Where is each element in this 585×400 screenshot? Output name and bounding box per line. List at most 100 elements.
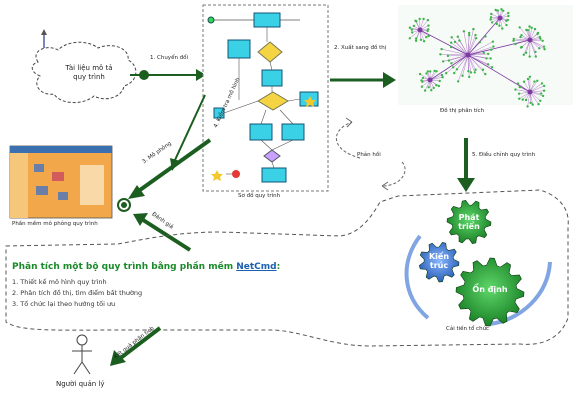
graph-node (507, 14, 510, 18)
graph-node (468, 34, 471, 37)
graph-node (487, 52, 490, 56)
graph-node (524, 98, 528, 102)
graph-hub (417, 27, 423, 33)
graph-node (414, 39, 418, 42)
graph-node (458, 39, 461, 42)
graph-node (521, 98, 524, 101)
graph-node (415, 20, 418, 23)
graph-node (492, 45, 495, 48)
start-cloud (31, 41, 137, 103)
graph-node (432, 86, 435, 90)
actor-label: Người quản lý (56, 380, 105, 388)
gear-stable (455, 257, 525, 327)
graph-node (414, 37, 418, 40)
graph-node (422, 40, 426, 43)
graph-node (467, 70, 470, 73)
graph-node (473, 71, 476, 74)
gear-architecture-label: Kiến trúc (428, 252, 450, 270)
graph-node (505, 19, 508, 23)
graph-node (490, 12, 493, 16)
graph-node (438, 79, 441, 83)
workflow-shapes (207, 12, 319, 183)
graph-node (437, 84, 440, 88)
graph-node (462, 30, 466, 33)
graph-node (507, 11, 510, 15)
gear-develop (446, 199, 492, 245)
graph-node (512, 39, 515, 42)
graph-node (442, 60, 445, 63)
graph-node (453, 71, 456, 75)
graph-node (429, 70, 432, 73)
graph-node (542, 84, 546, 88)
arrow-label-adjust: 5. Điều chỉnh quy trình (472, 152, 536, 158)
graph-node (501, 27, 504, 30)
graph-hub (527, 89, 533, 95)
graph-node (435, 70, 438, 73)
graph-node (530, 26, 533, 29)
graph-node (408, 37, 411, 40)
graph-node (526, 105, 529, 108)
start-cloud-label: Tài liệu mô tả quy trình (65, 64, 113, 81)
arrow-label-export-graph: 2. Xuất sang đồ thị (334, 45, 387, 51)
graph-node (440, 47, 443, 51)
actor-figure (72, 334, 92, 375)
graph-node (494, 8, 497, 12)
graph-node (482, 51, 485, 55)
graph-node (426, 70, 429, 73)
graph-node (474, 68, 477, 72)
graph-hub (465, 52, 471, 58)
graph-node (447, 59, 451, 62)
graph-node (522, 53, 525, 56)
graph-node (495, 22, 498, 26)
graph-node (418, 72, 422, 76)
graph-node (420, 85, 424, 88)
netcmd-link[interactable]: NetCmd (236, 262, 277, 272)
graph-node (427, 28, 430, 31)
analysis-box-title-suffix: : (276, 262, 281, 272)
graph-node (542, 89, 546, 92)
graph-node (427, 24, 430, 27)
network-graph (398, 5, 573, 108)
graph-node (538, 47, 541, 50)
gear-stable-label: Ổn định (472, 285, 508, 294)
graph-node (518, 26, 521, 29)
graph-node (520, 34, 523, 37)
graph-node (478, 41, 481, 44)
graph-node (540, 82, 544, 85)
graph-node (533, 27, 537, 31)
graph-node (490, 48, 493, 51)
simulator-caption: Phần mềm mô phỏng quy trình (12, 221, 98, 227)
graph-node (433, 69, 436, 73)
graph-node (539, 37, 542, 40)
graph-node (419, 38, 423, 41)
graph-node (534, 55, 537, 58)
graph-node (541, 39, 544, 42)
graph-node (425, 36, 428, 39)
graph-node (450, 41, 453, 44)
graph-node (411, 31, 414, 34)
graph-node (456, 35, 459, 38)
workflow-caption: Sơ đồ quy trình (238, 193, 281, 199)
graph-node (526, 29, 530, 32)
graph-hub (497, 15, 503, 21)
graph-node (536, 32, 539, 36)
graph-node (490, 21, 494, 24)
graph-node (502, 9, 505, 12)
graph-node (498, 24, 501, 27)
graph-node (528, 25, 531, 28)
simulator-screenshot (9, 145, 113, 219)
graph-node (453, 40, 457, 44)
graph-node (422, 17, 425, 21)
graph-node (461, 74, 464, 77)
graph-node (518, 97, 521, 100)
graph-node (489, 18, 492, 21)
graph-node (529, 101, 532, 105)
graph-node (542, 45, 546, 48)
graph-node (474, 33, 477, 37)
graph-node (423, 89, 427, 92)
graph-node (457, 80, 460, 83)
graph-node (528, 55, 531, 58)
graph-node (489, 16, 493, 19)
graph-node (514, 42, 517, 46)
